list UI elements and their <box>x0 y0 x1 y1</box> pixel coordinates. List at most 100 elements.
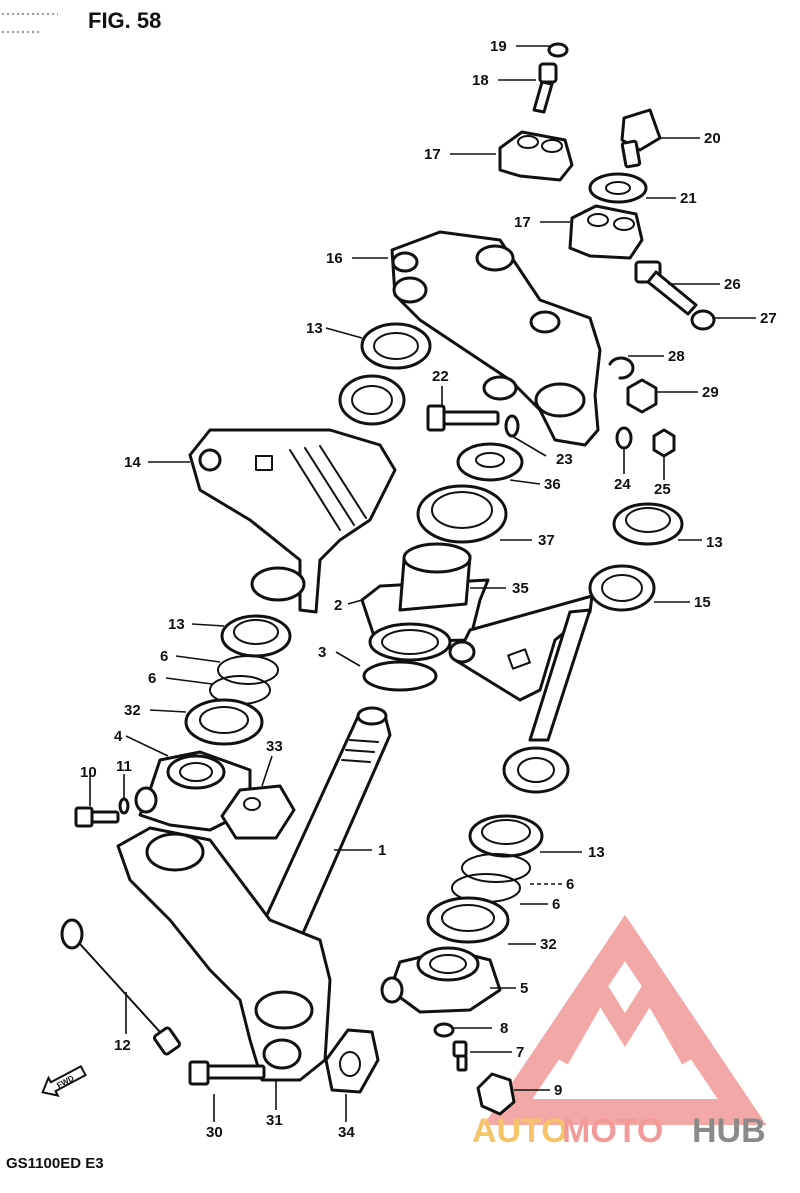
callout-7: 7 <box>516 1044 524 1061</box>
part-22-bolt <box>426 404 500 432</box>
callout-27: 27 <box>760 310 777 327</box>
part-6-washer-left-a <box>217 655 279 685</box>
part-26-bolt <box>634 260 698 316</box>
part-17-holder-upper <box>498 130 574 182</box>
watermark-moto: MOTO <box>562 1112 663 1150</box>
callout-17b: 17 <box>514 214 531 231</box>
part-12-rod <box>60 918 182 1056</box>
callout-28: 28 <box>668 348 685 365</box>
watermark-m-icon <box>552 972 698 1065</box>
callout-11: 11 <box>116 758 132 775</box>
part-21-washer <box>588 172 648 204</box>
corner-marks <box>2 13 58 33</box>
callout-18: 18 <box>472 72 489 89</box>
part-16-upper-bracket <box>390 230 602 447</box>
callout-37: 37 <box>538 532 555 549</box>
part-10-bolt <box>74 806 120 828</box>
part-24-washer <box>615 426 633 450</box>
callout-32a: 32 <box>124 702 141 719</box>
part-34-stopper <box>324 1028 380 1094</box>
callout-4: 4 <box>114 728 123 745</box>
callout-33: 33 <box>266 738 283 755</box>
callout-23: 23 <box>556 451 573 468</box>
part-23-washer <box>504 414 520 438</box>
part-20-bolt <box>620 108 662 169</box>
part-33-clamp-cap <box>220 784 296 840</box>
callout-16: 16 <box>326 250 343 267</box>
callout-9: 9 <box>554 1082 562 1099</box>
callout-6a: 6 <box>160 648 168 665</box>
callout-14: 14 <box>124 454 141 471</box>
part-19-screw <box>547 42 569 58</box>
part-36-seal <box>456 442 524 482</box>
part-13-bearing-race-lower-right <box>468 814 544 858</box>
part-7-grease-nipple <box>452 1040 468 1072</box>
part-13-bearing-race-top <box>360 322 432 370</box>
callout-25: 25 <box>654 481 671 498</box>
figure-title: FIG. 58 <box>88 8 161 33</box>
model-code: GS1100ED E3 <box>6 1155 104 1172</box>
callout-32b: 32 <box>540 936 557 953</box>
callout-12: 12 <box>114 1037 131 1054</box>
callout-21: 21 <box>680 190 697 207</box>
part-2-bearing-assembly <box>360 542 490 692</box>
part-13-bearing-race-right <box>612 502 684 546</box>
callout-35: 35 <box>512 580 529 597</box>
callout-1: 1 <box>378 842 386 859</box>
callout-15: 15 <box>694 594 711 611</box>
part-17-holder-lower <box>568 204 644 260</box>
callout-29: 29 <box>702 384 719 401</box>
callout-6c: 6 <box>566 876 574 893</box>
callout-34: 34 <box>338 1124 355 1141</box>
callout-2: 2 <box>334 597 342 614</box>
callout-20: 20 <box>704 130 721 147</box>
part-1-steering-stem <box>116 706 392 1082</box>
leader-lines <box>89 45 756 1122</box>
gasket-ring-top <box>338 374 406 426</box>
part-29-nut <box>626 378 658 414</box>
watermark-text: AUTO MOTO HUB <box>472 1112 766 1150</box>
callout-10: 10 <box>80 764 97 781</box>
part-27-washer <box>690 309 716 331</box>
callout-26: 26 <box>724 276 741 293</box>
part-30-bolt <box>188 1060 266 1086</box>
callout-17a: 17 <box>424 146 441 163</box>
callout-13d: 13 <box>588 844 605 861</box>
part-9-cap <box>476 1072 516 1116</box>
part-32-race-left <box>184 698 264 746</box>
callout-31: 31 <box>266 1112 283 1129</box>
part-28-washer <box>608 356 635 380</box>
callout-6d: 6 <box>552 896 560 913</box>
watermark-triangle-icon <box>483 914 767 1125</box>
callout-36: 36 <box>544 476 561 493</box>
watermark-auto: AUTO <box>472 1112 568 1150</box>
part-8-washer <box>433 1022 455 1038</box>
callout-19: 19 <box>490 38 507 55</box>
callout-5: 5 <box>520 980 528 997</box>
part-18-bolt <box>532 62 558 114</box>
watermark-hub: HUB <box>692 1112 766 1150</box>
gasket-ring-mid <box>250 566 306 602</box>
part-25-nut <box>652 428 676 458</box>
callout-3: 3 <box>318 644 326 661</box>
callout-13a: 13 <box>306 320 323 337</box>
part-11-washer <box>118 797 130 815</box>
callout-22: 22 <box>432 368 449 385</box>
part-14-bracket-plate <box>188 428 397 614</box>
callout-6b: 6 <box>148 670 156 687</box>
part-6-washer-right-a <box>461 853 531 883</box>
part-37-race <box>416 484 508 544</box>
part-15-headlight-bracket <box>448 564 656 794</box>
watermark-logo <box>483 914 767 1125</box>
forward-arrow-icon: FWD <box>41 1064 87 1097</box>
callout-13c: 13 <box>168 616 185 633</box>
part-32-race-right <box>426 896 510 944</box>
part-13-bearing-race-left <box>220 614 292 658</box>
callout-13b: 13 <box>706 534 723 551</box>
callout-24: 24 <box>614 476 631 493</box>
part-5-fork-clamp-right <box>380 946 502 1014</box>
callout-labels: 1 2 3 4 5 6 6 6 6 7 8 9 10 11 12 13 13 1… <box>80 38 777 1141</box>
callout-8: 8 <box>500 1020 508 1037</box>
callout-30: 30 <box>206 1124 223 1141</box>
